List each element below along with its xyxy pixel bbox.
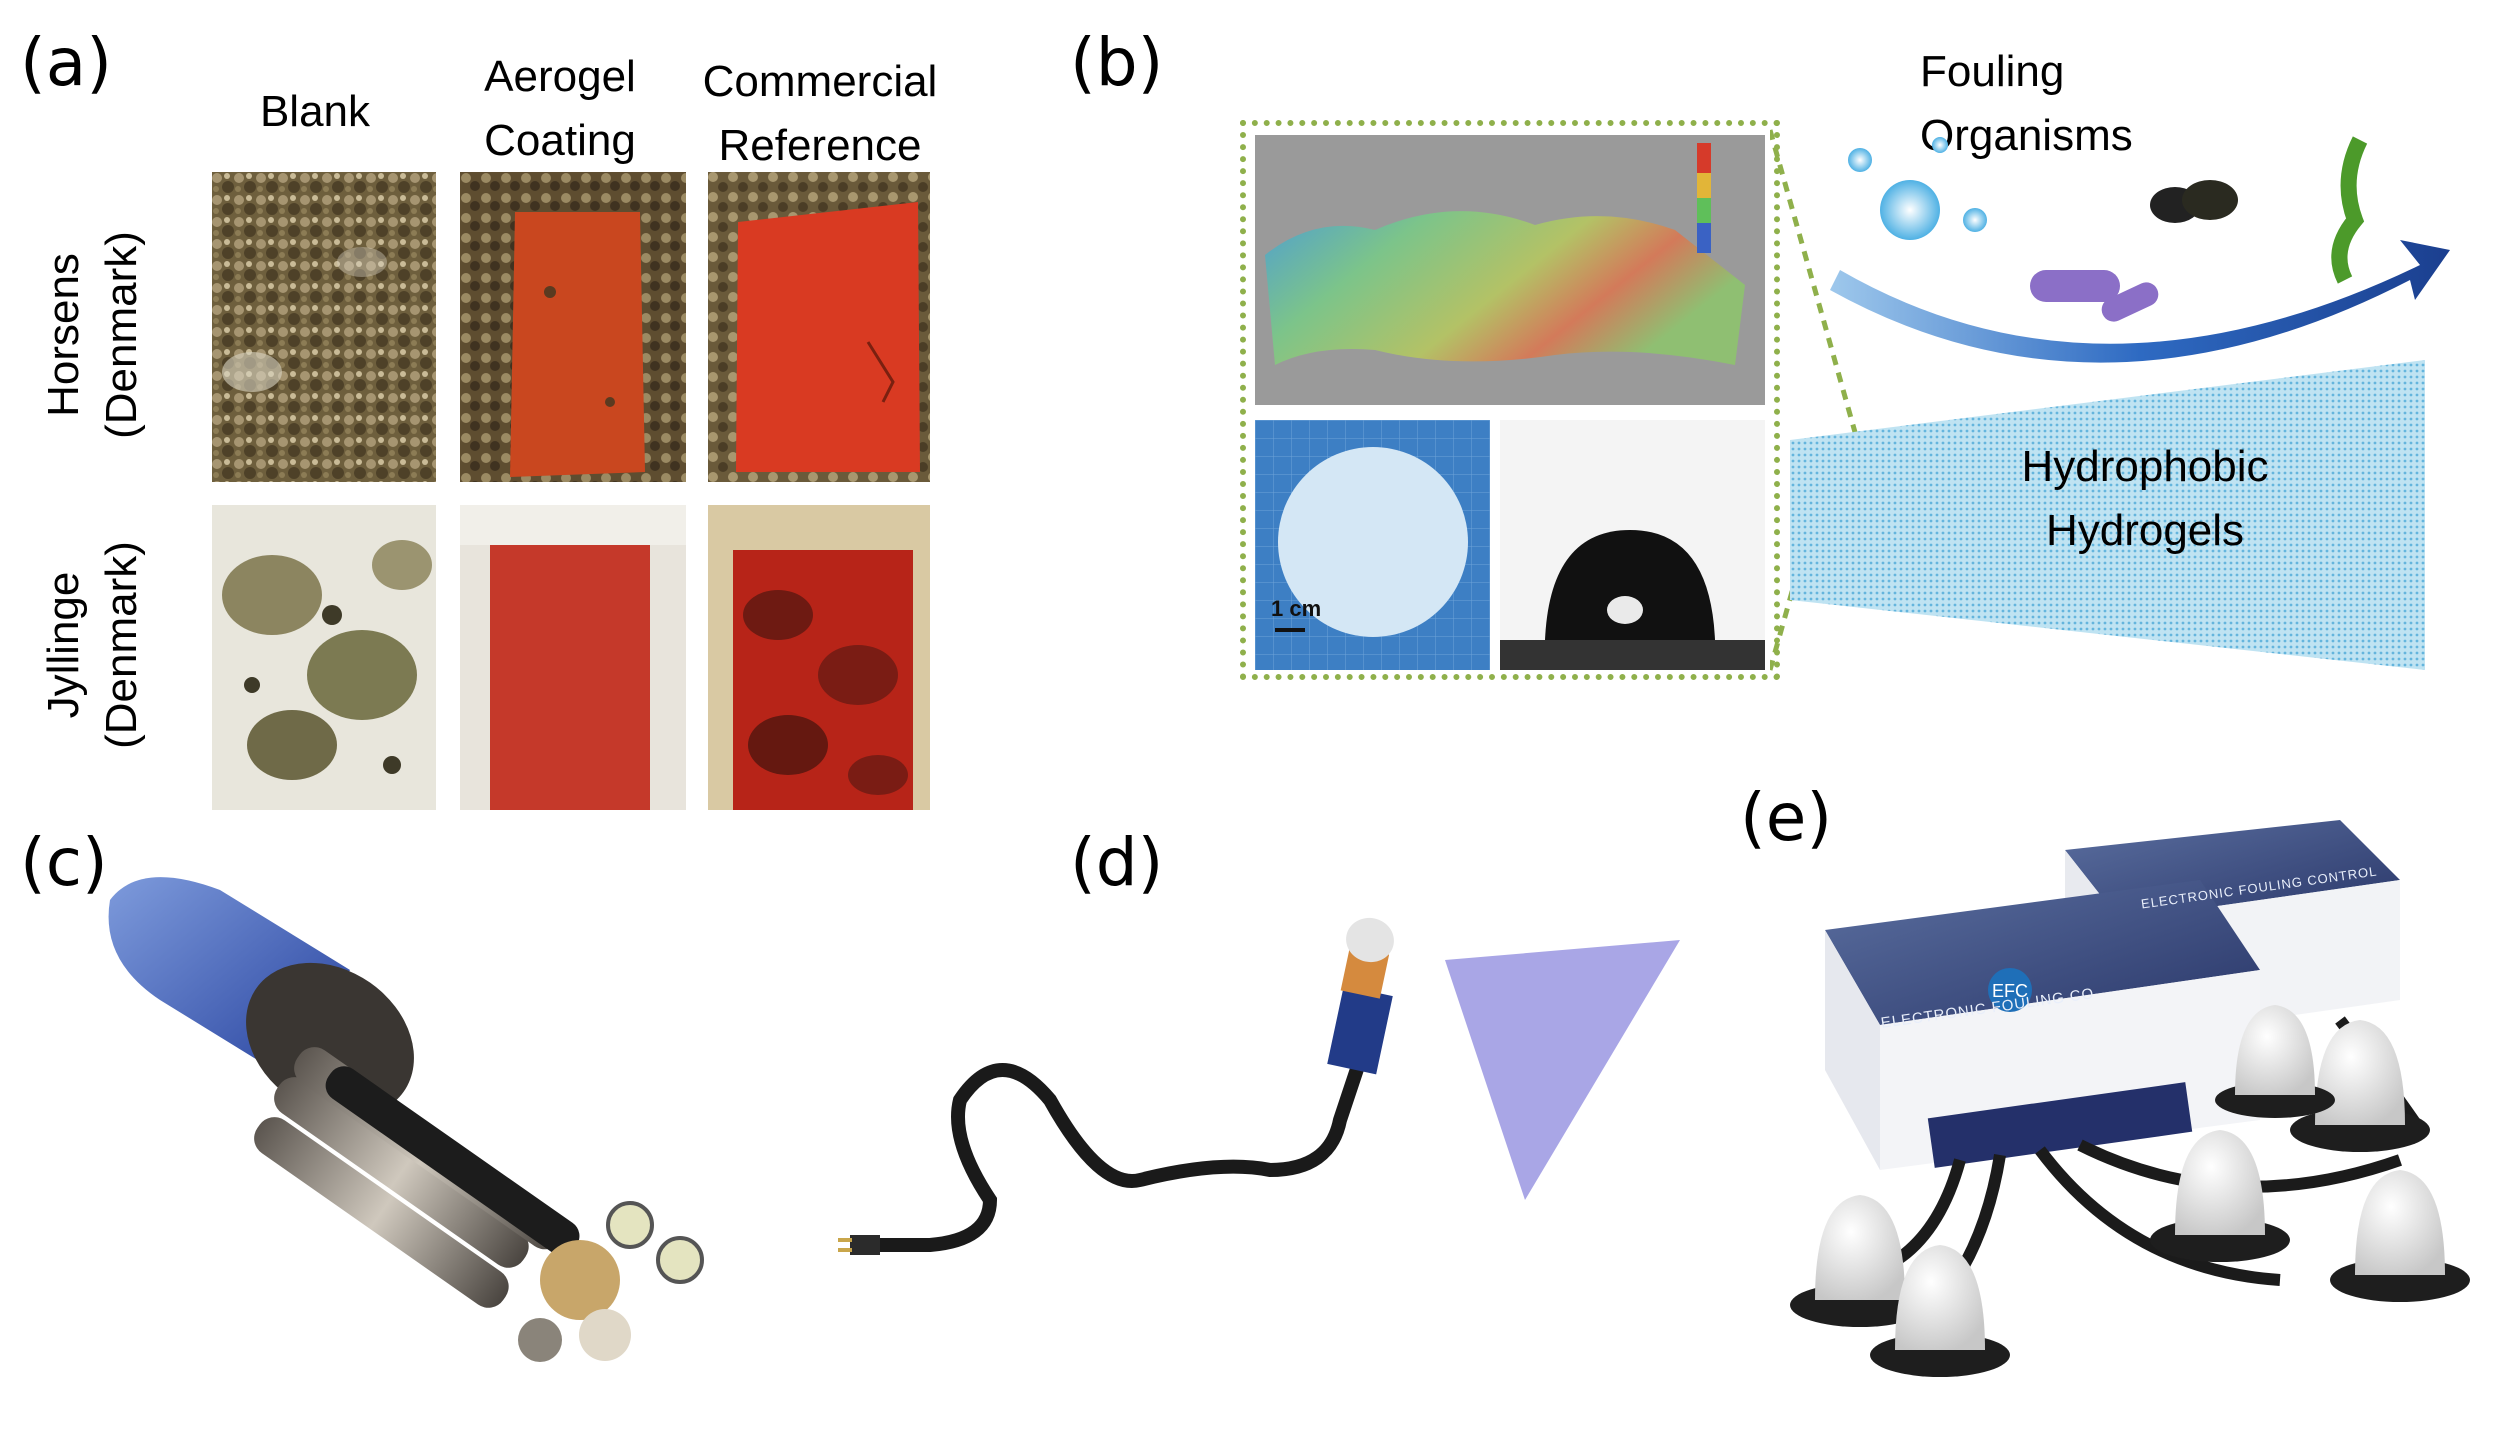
bacteria-icon [2030, 270, 2120, 302]
row-header-jyllinge: Jyllinge (Denmark) [35, 520, 155, 770]
scale-bar-label: 1 cm [1271, 596, 1322, 621]
row-header-horsens-line1: Horsens [39, 253, 88, 417]
photo-horsens-aerogel [460, 172, 686, 482]
hydrophobic-hydrogels-label: Hydrophobic Hydrogels [1975, 435, 2315, 563]
fouling-organisms-line1: Fouling [1920, 47, 2065, 96]
photo-horsens-commercial [708, 172, 930, 482]
optical-sensor-photo [838, 917, 1680, 1255]
row-header-jyllinge-line1: Jyllinge [39, 571, 88, 719]
panel-e-label: (e) [1740, 779, 1833, 856]
hydrogel-disc-image: 1 cm [1255, 420, 1490, 670]
light-beam-triangle [1445, 940, 1680, 1200]
zoom-connector-lines [1770, 129, 1863, 671]
column-header-aerogel: Aerogel Coating [455, 45, 665, 173]
panel-a-label: (a) [20, 24, 112, 101]
hydrogel-image-frame [1240, 120, 1780, 680]
column-header-blank: Blank [259, 87, 371, 136]
fouling-organisms-illustration [1830, 136, 2450, 363]
multiparameter-sonde-photo [108, 877, 704, 1362]
hydrophobic-hydrogels-line2: Hydrogels [2045, 506, 2245, 555]
electronic-fouling-control-photo: EFC [1790, 820, 2470, 1377]
column-header-aerogel-line2: Coating [484, 116, 636, 165]
row-header-horsens: Horsens (Denmark) [35, 210, 155, 460]
column-header-commercial: Commercial Reference [680, 50, 960, 178]
column-header-commercial-line2: Reference [718, 121, 922, 170]
hydrogel-layer-shape [1790, 360, 2425, 670]
fouling-organisms-label: Fouling Organisms [1920, 40, 2180, 168]
column-header-aerogel-line1: Aerogel [484, 52, 636, 101]
photo-jyllinge-commercial [708, 505, 930, 810]
photo-jyllinge-blank [212, 505, 436, 810]
fouling-organisms-line2: Organisms [1920, 111, 2133, 160]
surface-topography-image [1255, 135, 1765, 405]
photo-jyllinge-aerogel [460, 505, 686, 810]
row-header-horsens-line2: (Denmark) [97, 231, 146, 439]
row-header-jyllinge-line2: (Denmark) [97, 541, 146, 749]
panel-c-label: (c) [20, 824, 108, 901]
contact-angle-image [1500, 420, 1765, 670]
transducer-icon [1790, 1195, 1930, 1327]
efc-logo-text: EFC [1992, 981, 2028, 1001]
column-header-commercial-line1: Commercial [702, 57, 938, 106]
photo-horsens-blank [212, 172, 436, 482]
hydrophobic-hydrogels-line1: Hydrophobic [2021, 442, 2269, 491]
panel-d-label: (d) [1070, 824, 1164, 901]
efc-logo-icon [1988, 968, 2032, 1012]
panel-b-label: (b) [1070, 24, 1164, 101]
